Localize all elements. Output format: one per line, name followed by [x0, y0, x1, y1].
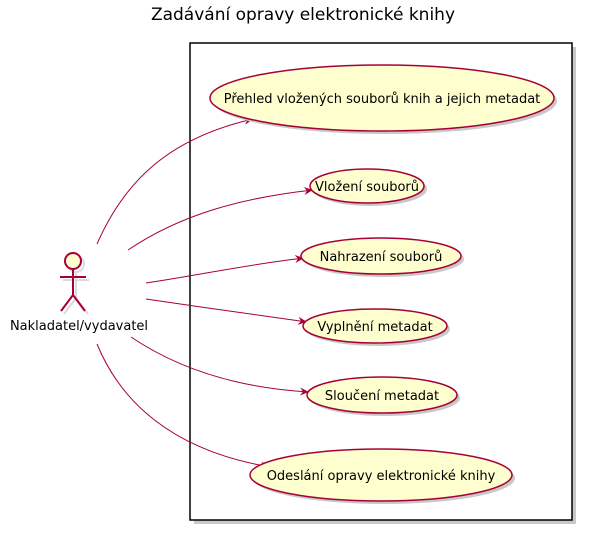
association-line-uc1 — [96, 117, 254, 245]
use-case-label-uc2: Vložení souborů — [315, 180, 419, 195]
diagram-title: Zadávání opravy elektronické knihy — [151, 5, 455, 25]
association-line-uc2 — [127, 187, 314, 251]
use-case-label-uc6: Odeslání opravy elektronické knihy — [267, 469, 496, 484]
use-case-uc1: Přehled vložených souborů knih a jejich … — [209, 64, 557, 134]
use-case-label-uc1: Přehled vložených souborů knih a jejich … — [224, 92, 541, 107]
use-case-uc2: Vložení souborů — [309, 168, 427, 206]
association-line-uc3 — [145, 255, 305, 284]
association-line-uc6 — [96, 343, 271, 470]
association-line-uc5 — [130, 336, 310, 396]
use-case-label-uc4: Vyplnění metadat — [317, 320, 432, 335]
use-case-label-uc3: Nahrazení souborů — [320, 250, 443, 265]
use-case-label-uc5: Sloučení metadat — [325, 389, 439, 404]
actor-icon — [60, 252, 89, 315]
use-case-uc6: Odeslání opravy elektronické knihy — [249, 448, 515, 504]
actor-label: Nakladatel/vydavatel — [10, 319, 148, 334]
use-case-uc3: Nahrazení souborů — [300, 237, 464, 277]
use-case-uc5: Sloučení metadat — [306, 376, 460, 416]
use-case-uc4: Vyplnění metadat — [302, 308, 450, 346]
association-line-uc4 — [145, 298, 308, 325]
